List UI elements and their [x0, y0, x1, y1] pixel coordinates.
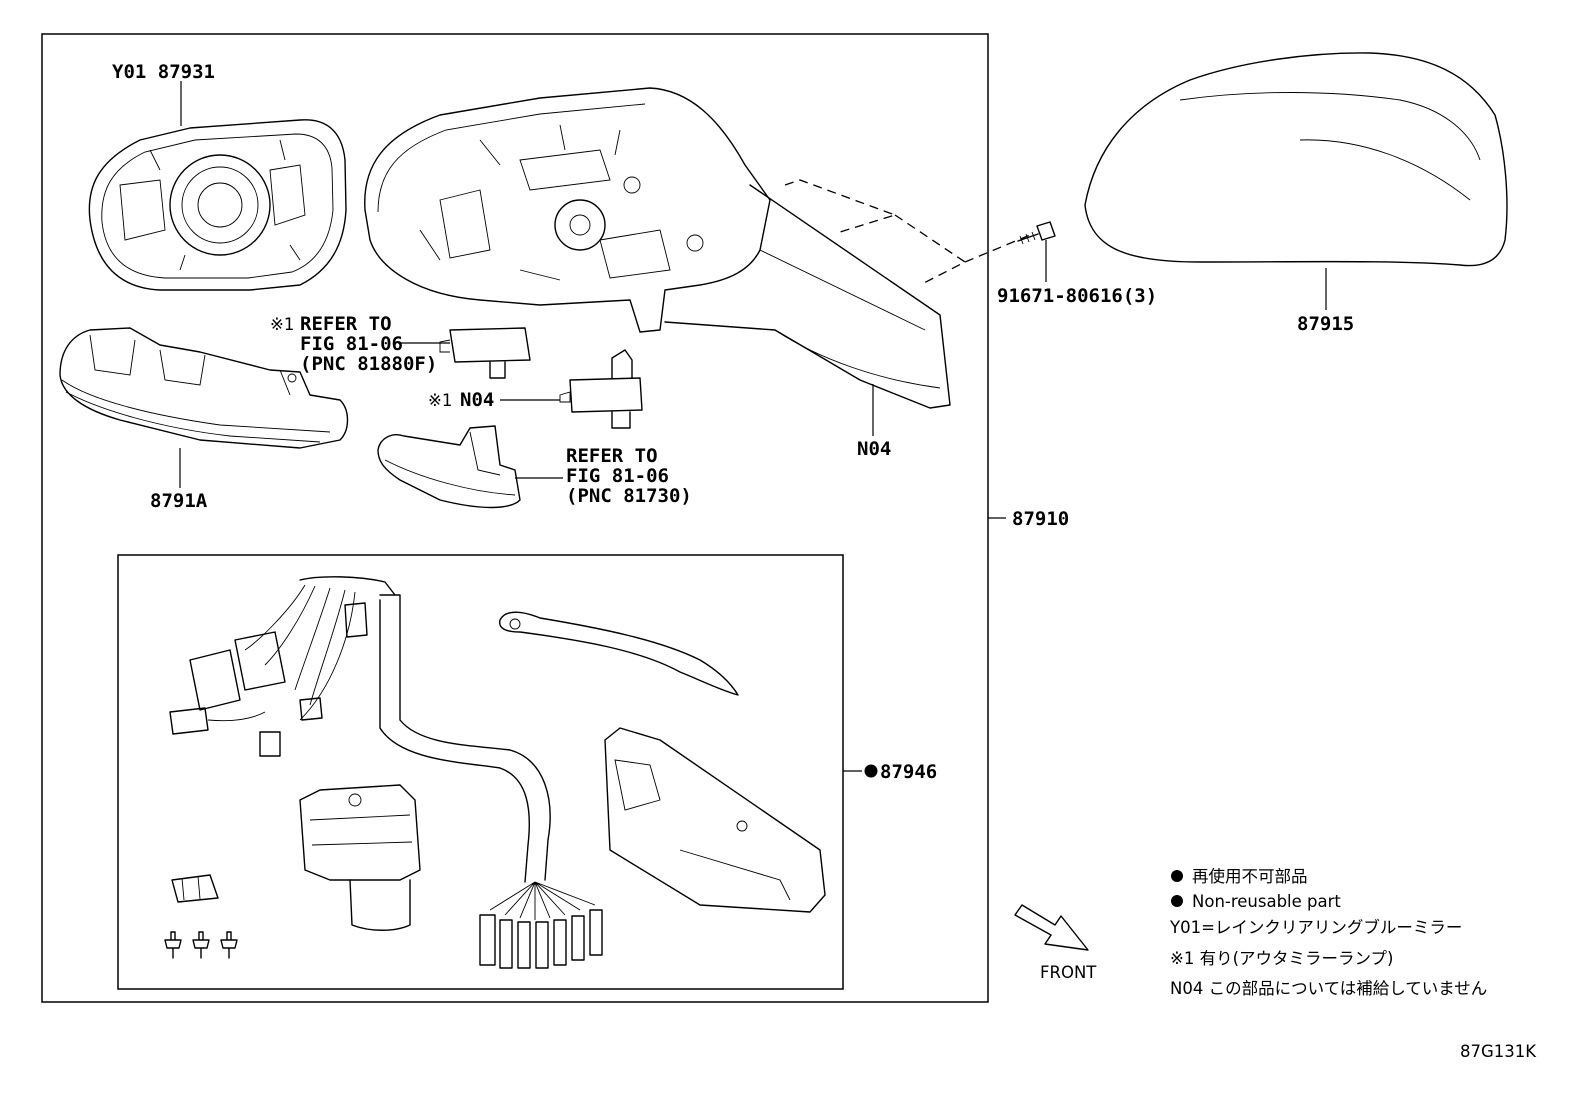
non-reusable-mark [864, 764, 878, 778]
small-screws-drawing [164, 931, 238, 959]
wire-harness-drawing [169, 576, 551, 883]
connector-block-drawing [479, 881, 603, 969]
connector-81880f-drawing [439, 327, 531, 379]
legend-line-ja: 再使用不可部品 [1192, 867, 1308, 886]
bracket-drawing [604, 727, 826, 913]
garnish-strip-drawing [498, 611, 739, 696]
turn-lamp-drawing [59, 327, 349, 449]
figure-code: 87G131K [1460, 1042, 1537, 1061]
refer-81880f-line2: FIG 81-06 [300, 333, 403, 355]
refer-81880f-line3: (PNC 81880F) [300, 353, 437, 375]
glass-label: Y01 87931 [112, 61, 215, 83]
screw-label: 91671-80616(3) [997, 285, 1157, 307]
alignment-dashed-lines [784, 179, 1031, 286]
legend-bullet-ja [1171, 870, 1183, 882]
turn-lamp-label: 8791A [150, 490, 208, 512]
legend-mark1-note: ※1 有り(アウタミラーランプ) [1170, 949, 1393, 968]
legend-line-en: Non-reusable part [1192, 892, 1341, 911]
refer-81730-line2: FIG 81-06 [566, 465, 669, 487]
assembly-frame [41, 33, 989, 1003]
front-arrow-icon [1014, 904, 1089, 951]
housing-n04-label: N04 [857, 438, 891, 460]
refer-81880f-line1: REFER TO [300, 313, 392, 335]
legend-n04-note: N04 この部品については補給していません [1170, 979, 1487, 998]
refer-81730-line1: REFER TO [566, 445, 658, 467]
assembly-label: 87910 [1012, 508, 1069, 530]
refer-81880f-mark: ※1 [270, 315, 294, 334]
screw-drawing [1017, 221, 1056, 245]
refer-81730-line3: (PNC 81730) [566, 485, 692, 507]
harness-kit-label: 87946 [880, 761, 937, 783]
legend-y01-note: Y01=レインクリアリングブルーミラー [1169, 917, 1462, 937]
motor-actuator-drawing [299, 784, 421, 931]
n04-small-mark: ※1 [428, 391, 452, 410]
n04-small-label: N04 [460, 389, 494, 411]
mirror-cover-drawing [1084, 52, 1508, 267]
mirror-glass-drawing [88, 119, 347, 291]
harness-kit-frame [117, 554, 844, 990]
n04-small-part-drawing [559, 349, 643, 429]
mirror-housing-drawing [364, 87, 951, 409]
clip-drawing [171, 874, 219, 903]
legend-bullet-en [1171, 895, 1183, 907]
cover-label: 87915 [1297, 313, 1354, 335]
lamp-81730-drawing [377, 425, 521, 509]
front-label: FRONT [1040, 963, 1097, 982]
